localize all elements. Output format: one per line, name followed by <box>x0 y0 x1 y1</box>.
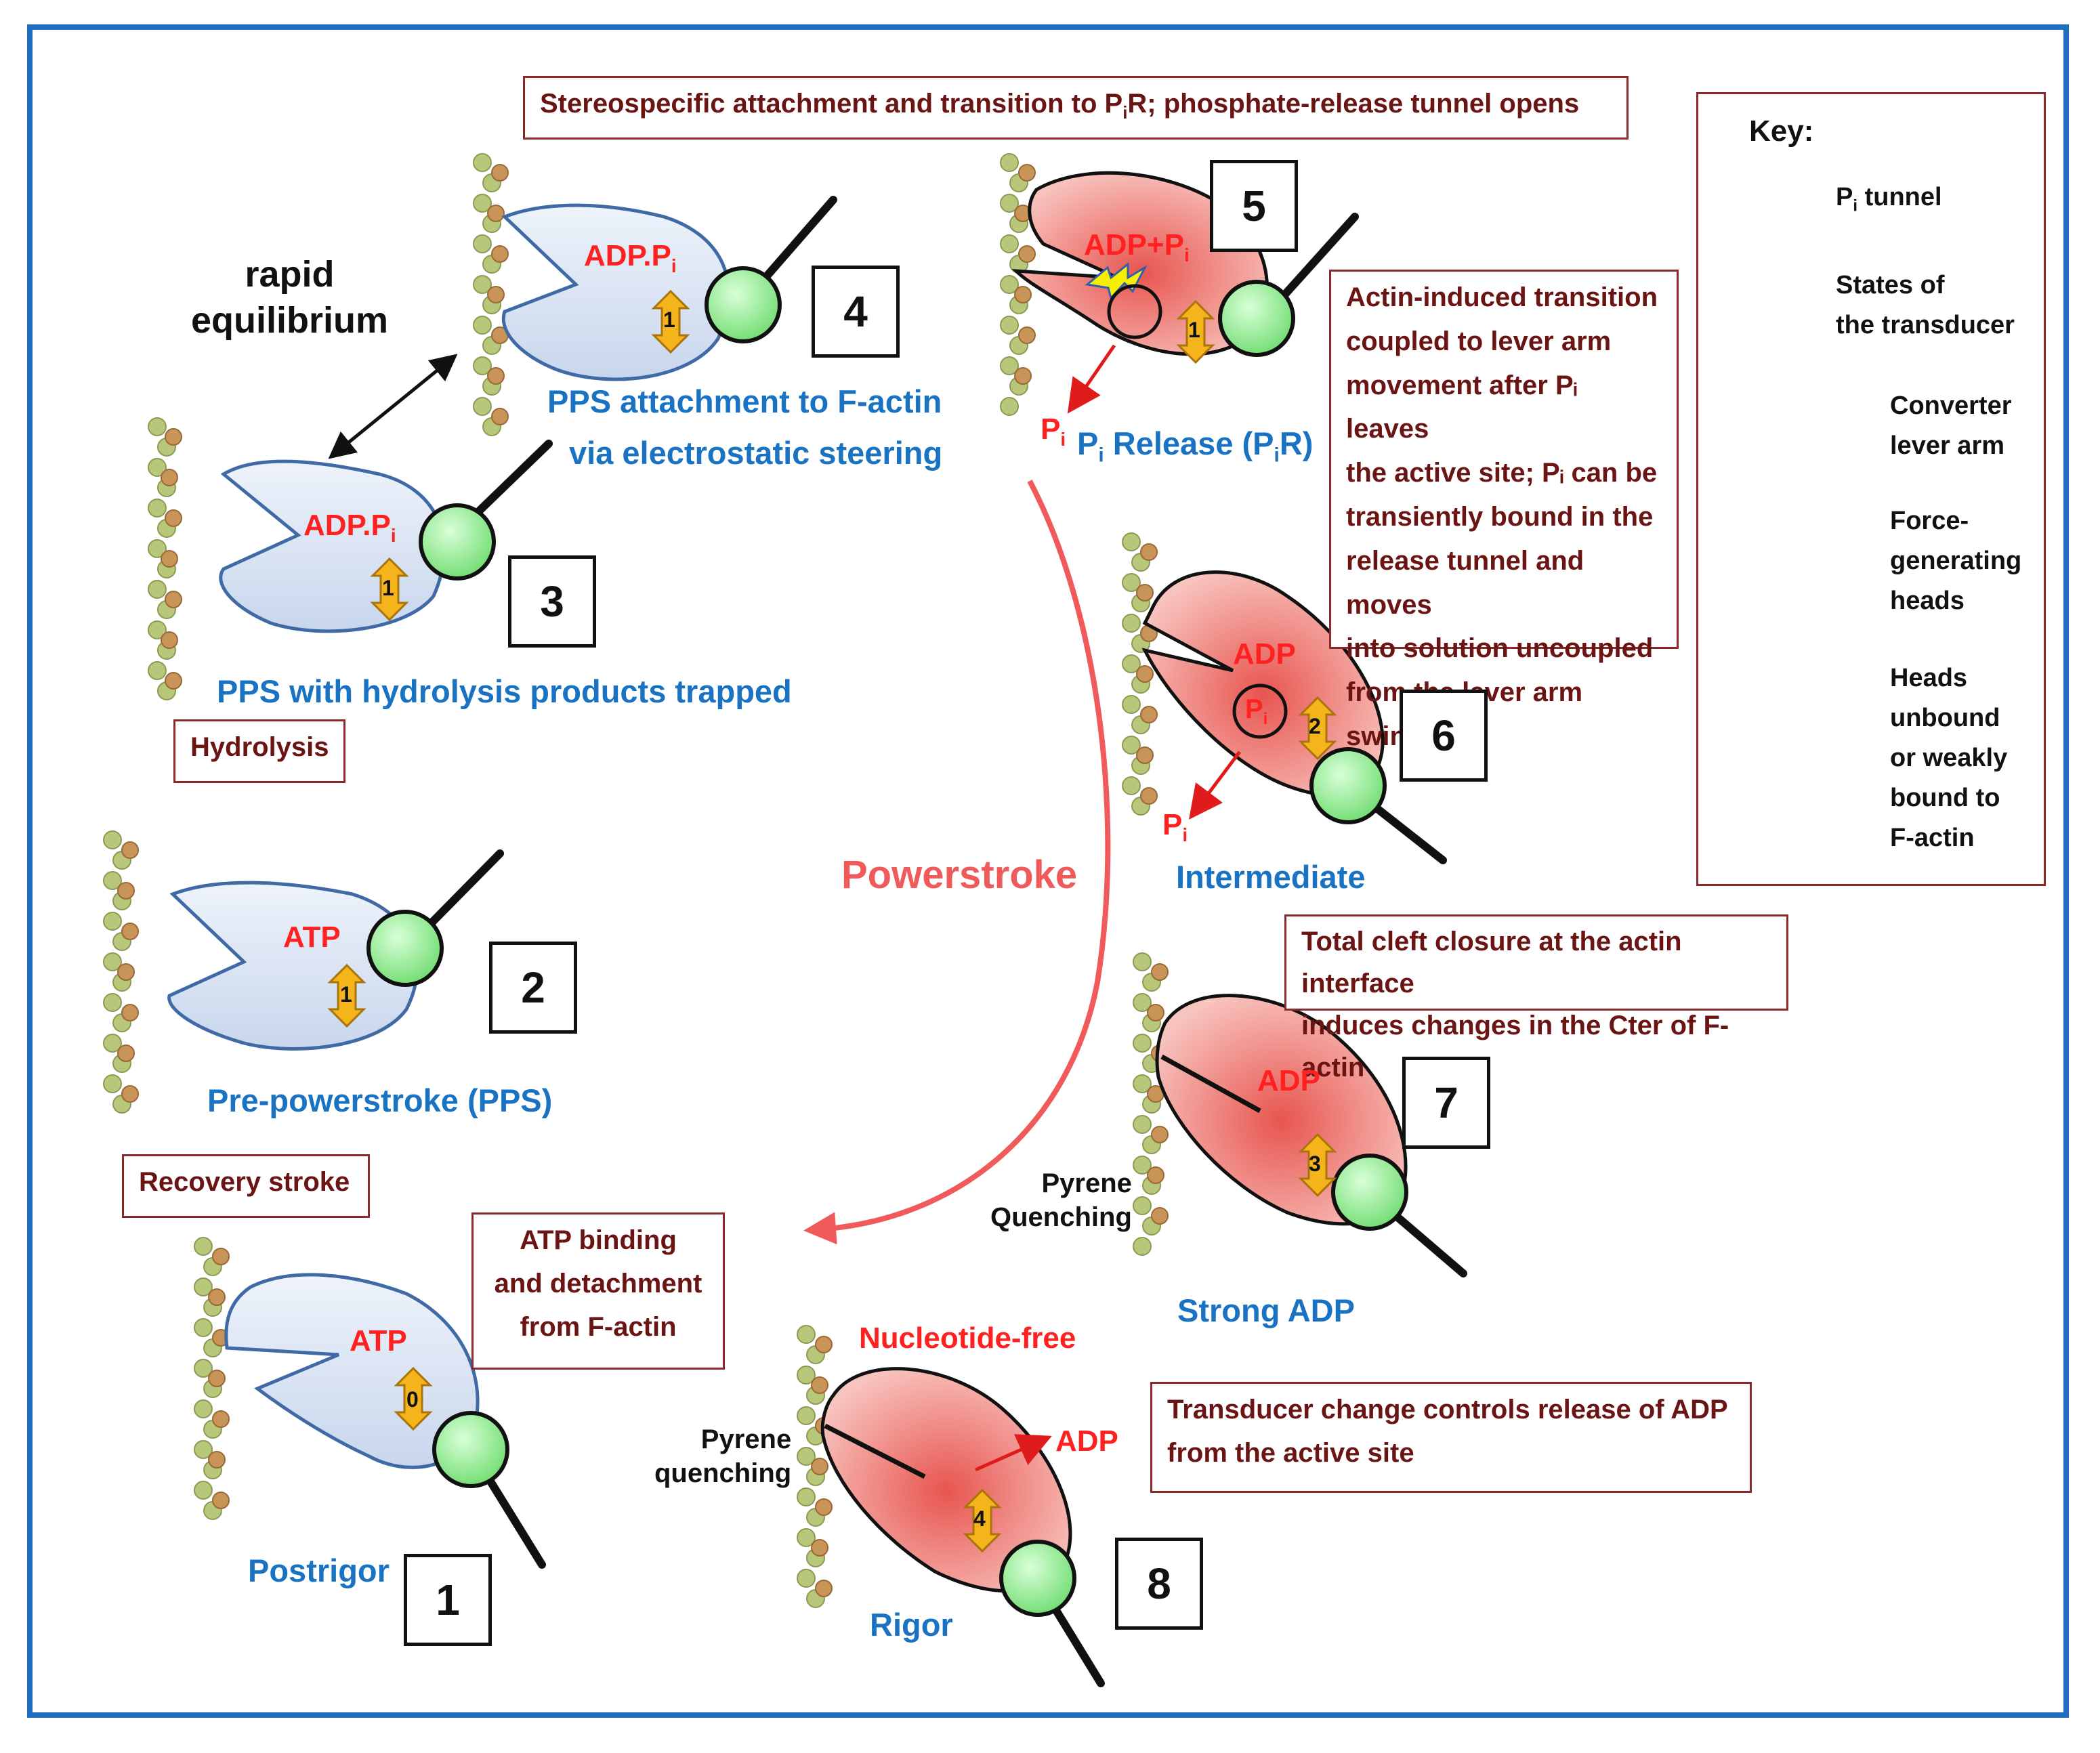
converter-state7 <box>1331 1154 1408 1231</box>
number-box-state8: 8 <box>1115 1538 1203 1630</box>
released-adp-state8: ADP <box>1055 1424 1118 1458</box>
number-box-state7: 7 <box>1402 1057 1490 1149</box>
title-state4-line1: PPS attachment to F-actin <box>547 383 942 419</box>
rapid-equilibrium-arrow <box>328 354 458 459</box>
transducer-number-state8: 4 <box>973 1506 986 1531</box>
pyrene-label-state8: Pyrene quenching <box>654 1424 792 1488</box>
powerstroke-label: Powerstroke <box>841 853 1078 897</box>
cleft-closure-note: Total cleft closure at the actin interfa… <box>1284 914 1788 1082</box>
actin-filament-state2 <box>103 830 139 1114</box>
number-box-state3: 3 <box>508 555 596 648</box>
actin-filament-state7 <box>1133 952 1169 1256</box>
rapid-equilibrium-label: rapid equilibrium <box>191 254 389 341</box>
nucleotide-state8: Nucleotide-free <box>859 1322 1076 1355</box>
actin-filament-state4 <box>473 153 509 436</box>
pi-site-circle-state5 <box>1107 284 1162 339</box>
converter-state2 <box>366 910 444 987</box>
number-box-state1: 1 <box>404 1554 492 1646</box>
title-state2: Pre-powerstroke (PPS) <box>207 1082 553 1118</box>
pi-released-state6: Pi <box>1162 808 1188 845</box>
transducer-number-state5: 1 <box>1188 318 1200 342</box>
actin-induced-note: Actin-induced transition coupled to leve… <box>1329 270 1679 751</box>
converter-state4 <box>705 266 782 343</box>
stereospecific-sub: i <box>1122 102 1128 123</box>
nucleotide-state6: ADP <box>1233 637 1296 671</box>
nucleotide-state5: ADP+Pi <box>1084 228 1190 266</box>
pyrene-label-state7: Pyrene Quenching <box>990 1168 1132 1232</box>
pi-release-arrow-state5 <box>1067 344 1116 414</box>
adp-release-arrow <box>974 1434 1052 1472</box>
actin-filament-state6 <box>1122 532 1158 816</box>
key-transducer-label: States of the transducer <box>1836 271 2015 339</box>
number-box-state6: 6 <box>1400 690 1488 782</box>
title-state3: PPS with hydrolysis products trapped <box>217 673 792 709</box>
title-state7: Strong ADP <box>1177 1292 1355 1328</box>
converter-state6 <box>1309 747 1387 824</box>
atp-binding-note: ATP binding and detachment from F-actin <box>471 1212 725 1370</box>
title-state6: Intermediate <box>1176 859 1366 895</box>
transducer-arrow-state7 <box>1298 1133 1337 1198</box>
myosin-head-state4 <box>501 203 731 381</box>
nucleotide-state1: ATP <box>350 1324 407 1357</box>
converter-state3 <box>419 503 496 580</box>
key-tunnel-label: Pi tunnel <box>1836 183 1942 215</box>
transducer-number-state3: 1 <box>382 576 394 600</box>
key-force-label: Force- generating heads <box>1890 507 2022 615</box>
converter-state8 <box>999 1540 1076 1617</box>
transducer-number-state1: 0 <box>406 1387 419 1412</box>
transducer-arrow-state5 <box>1176 299 1215 364</box>
cleft-line-state8 <box>824 1423 926 1479</box>
transducer-number-state7: 3 <box>1309 1152 1321 1176</box>
pi-site-label-state6: Pi <box>1245 694 1268 728</box>
number-box-state4: 4 <box>812 266 900 358</box>
transducer-number-state2: 1 <box>340 982 352 1007</box>
cleft-line-state7 <box>1160 1054 1261 1114</box>
converter-state1 <box>432 1411 509 1488</box>
title-state4-line2: via electrostatic steering <box>569 435 943 471</box>
actin-filament-state8 <box>797 1325 833 1608</box>
transducer-arrow-state8 <box>963 1488 1002 1553</box>
nucleotide-state2: ATP <box>283 921 341 954</box>
nucleotide-state3: ADP.Pi <box>303 509 396 546</box>
actin-filament-state1 <box>194 1237 230 1520</box>
transducer-arrow-state1 <box>394 1366 433 1431</box>
actin-filament-state3 <box>148 417 182 700</box>
transducer-arrow-state3 <box>370 557 409 622</box>
title-state5: Pi Release (PiR) <box>1077 425 1314 467</box>
pi-released-state5: Pi <box>1041 413 1066 450</box>
number-box-state5: 5 <box>1210 160 1298 252</box>
hydrolysis-note: Hydrolysis <box>173 719 345 783</box>
key-panel <box>1696 92 2046 886</box>
key-converter-label: Converter lever arm <box>1890 392 2012 460</box>
nucleotide-state4: ADP.Pi <box>584 239 677 276</box>
title-state1: Postrigor <box>248 1553 390 1588</box>
number-box-state2: 2 <box>489 942 577 1034</box>
powerstroke-arrow <box>803 480 1111 1245</box>
stereospecific-text-b: R; phosphate-release tunnel opens <box>1127 89 1580 119</box>
stereospecific-note: Stereospecific attachment and transition… <box>523 76 1629 140</box>
pi-site-circle-state6 <box>1232 683 1288 739</box>
pi-tunnel-icon <box>1085 261 1148 301</box>
recovery-stroke-note: Recovery stroke <box>122 1154 370 1218</box>
key-title: Key: <box>1749 114 1814 148</box>
actin-filament-state5 <box>1000 153 1036 416</box>
nucleotide-state7: ADP <box>1257 1064 1320 1097</box>
stereospecific-text-a: Stereospecific attachment and transition… <box>540 89 1123 119</box>
pi-release-arrow-state6 <box>1189 751 1241 820</box>
transducer-arrow-state4 <box>651 289 690 354</box>
figure-frame <box>27 24 2069 1718</box>
title-state8: Rigor <box>870 1607 953 1643</box>
transducer-change-note: Transducer change controls release of AD… <box>1150 1382 1752 1493</box>
transducer-arrow-state6 <box>1298 696 1337 761</box>
transducer-number-state6: 2 <box>1309 714 1321 738</box>
transducer-number-state4: 1 <box>663 308 675 332</box>
converter-state5 <box>1218 280 1295 357</box>
key-unbound-label: Heads unbound or weakly bound to F-actin <box>1890 664 2008 852</box>
transducer-arrow-state2 <box>327 963 366 1028</box>
